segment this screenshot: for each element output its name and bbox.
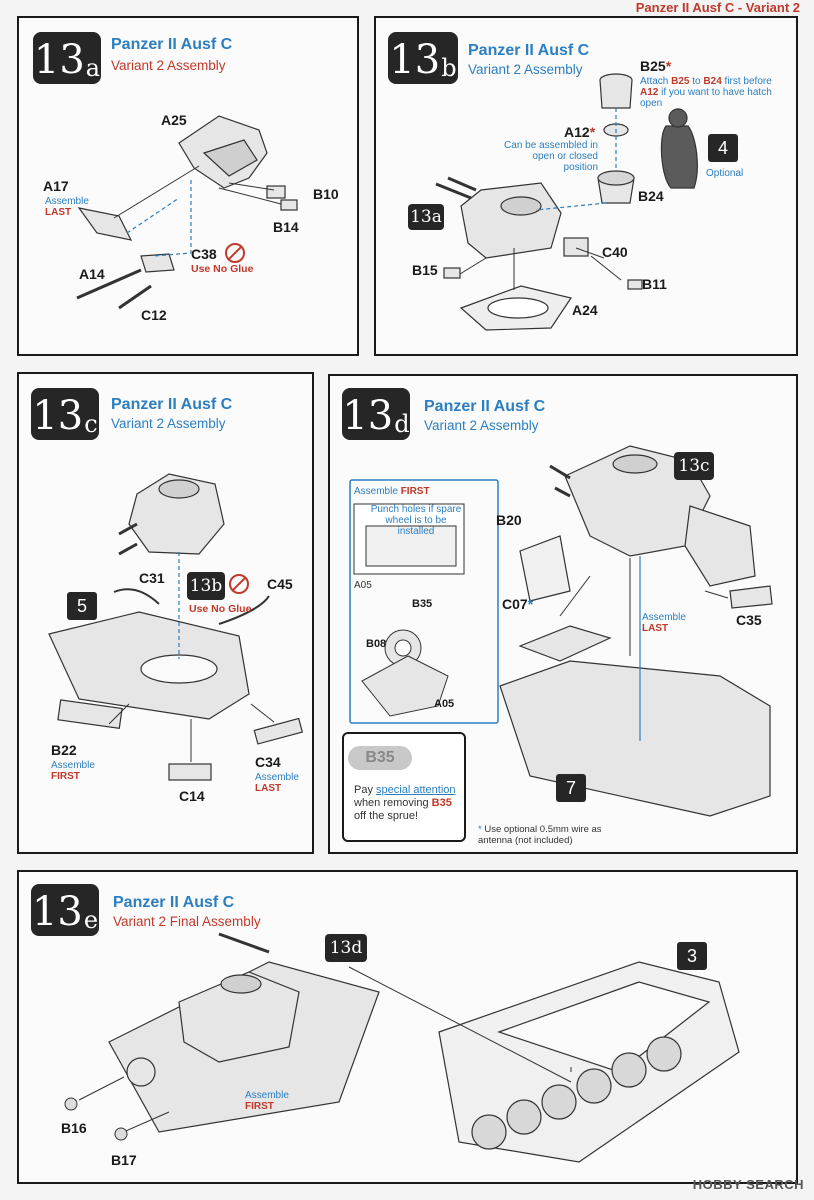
part-c35: C35 — [736, 612, 762, 628]
no-glue-icon — [229, 574, 249, 594]
part-c45: C45 — [267, 576, 293, 592]
step-ref-4: 4 — [708, 134, 738, 162]
part-a24: A24 — [572, 302, 598, 318]
panel-subtitle: Variant 2 Assembly — [468, 62, 583, 77]
panel-title: Panzer II Ausf C — [111, 36, 233, 53]
assembly-drawing — [48, 473, 304, 781]
panel-title: Panzer II Ausf C — [424, 398, 546, 415]
part-c34: C34 — [255, 754, 281, 770]
assembly-drawing — [435, 73, 698, 331]
part-a17: A17 — [43, 178, 69, 194]
part-b24: B24 — [638, 188, 664, 204]
part-b17: B17 — [111, 1152, 137, 1168]
optional-note: Optional — [706, 168, 744, 179]
c38-note: Use No Glue — [191, 263, 254, 275]
ref-13b: 13b — [187, 572, 225, 600]
ref-13a: 13a — [408, 204, 444, 230]
no-glue-icon — [225, 243, 245, 263]
panel-title: Panzer II Ausf C — [111, 396, 233, 413]
part-b08: B08 — [366, 638, 387, 650]
step-ref-7: 7 — [556, 774, 586, 802]
part-c07: C07* — [502, 596, 534, 612]
assemble-first-note: Assemble FIRST — [354, 486, 430, 497]
part-c12: C12 — [141, 307, 167, 323]
b35-warning-box: B35 Pay special attention when removing … — [342, 732, 466, 842]
part-a05: A05 — [434, 698, 455, 710]
part-b11: B11 — [642, 276, 667, 292]
part-c14: C14 — [179, 788, 205, 804]
no-glue-note: Use No Glue — [189, 603, 252, 615]
step-ref-5: 5 — [67, 592, 97, 620]
part-b25: B25* — [640, 58, 672, 74]
step-ref-3: 3 — [677, 942, 707, 970]
part-a05-inset: A05 — [354, 580, 372, 591]
panel-subtitle: Variant 2 Assembly — [111, 58, 226, 73]
panel-title: Panzer II Ausf C — [468, 42, 590, 59]
part-b10: B10 — [313, 186, 339, 202]
b25-note: Attach B25 to B24 first before A12 if yo… — [640, 76, 772, 109]
part-a14: A14 — [79, 266, 105, 282]
part-b16: B16 — [61, 1120, 87, 1136]
page-header: Panzer II Ausf C - Variant 2 — [635, 0, 800, 15]
part-a25: A25 — [161, 112, 187, 128]
assembly-drawing — [64, 932, 740, 1163]
panel-subtitle: Variant 2 Assembly — [424, 418, 539, 433]
b35-pill: B35 — [348, 746, 412, 770]
pay-attention-note: Pay special attention when removing B35 … — [354, 784, 456, 822]
part-b35: B35 — [412, 598, 433, 610]
part-a12: A12* — [564, 124, 596, 140]
part-b22: B22 — [51, 742, 77, 758]
assembly-drawing — [76, 115, 298, 310]
panel-subtitle: Variant 2 Final Assembly — [113, 914, 261, 929]
part-c40: C40 — [602, 244, 628, 260]
panel-subtitle: Variant 2 Assembly — [111, 416, 226, 431]
panel-title: Panzer II Ausf C — [113, 894, 235, 911]
part-b15: B15 — [412, 262, 438, 278]
part-b20: B20 — [496, 512, 522, 528]
part-c31: C31 — [139, 570, 165, 586]
watermark: HOBBY SEARCH — [692, 1177, 804, 1192]
ref-13c: 13c — [674, 452, 714, 480]
part-b14: B14 — [273, 219, 299, 235]
ref-13d: 13d — [325, 934, 367, 962]
part-c38: C38 — [191, 246, 217, 262]
